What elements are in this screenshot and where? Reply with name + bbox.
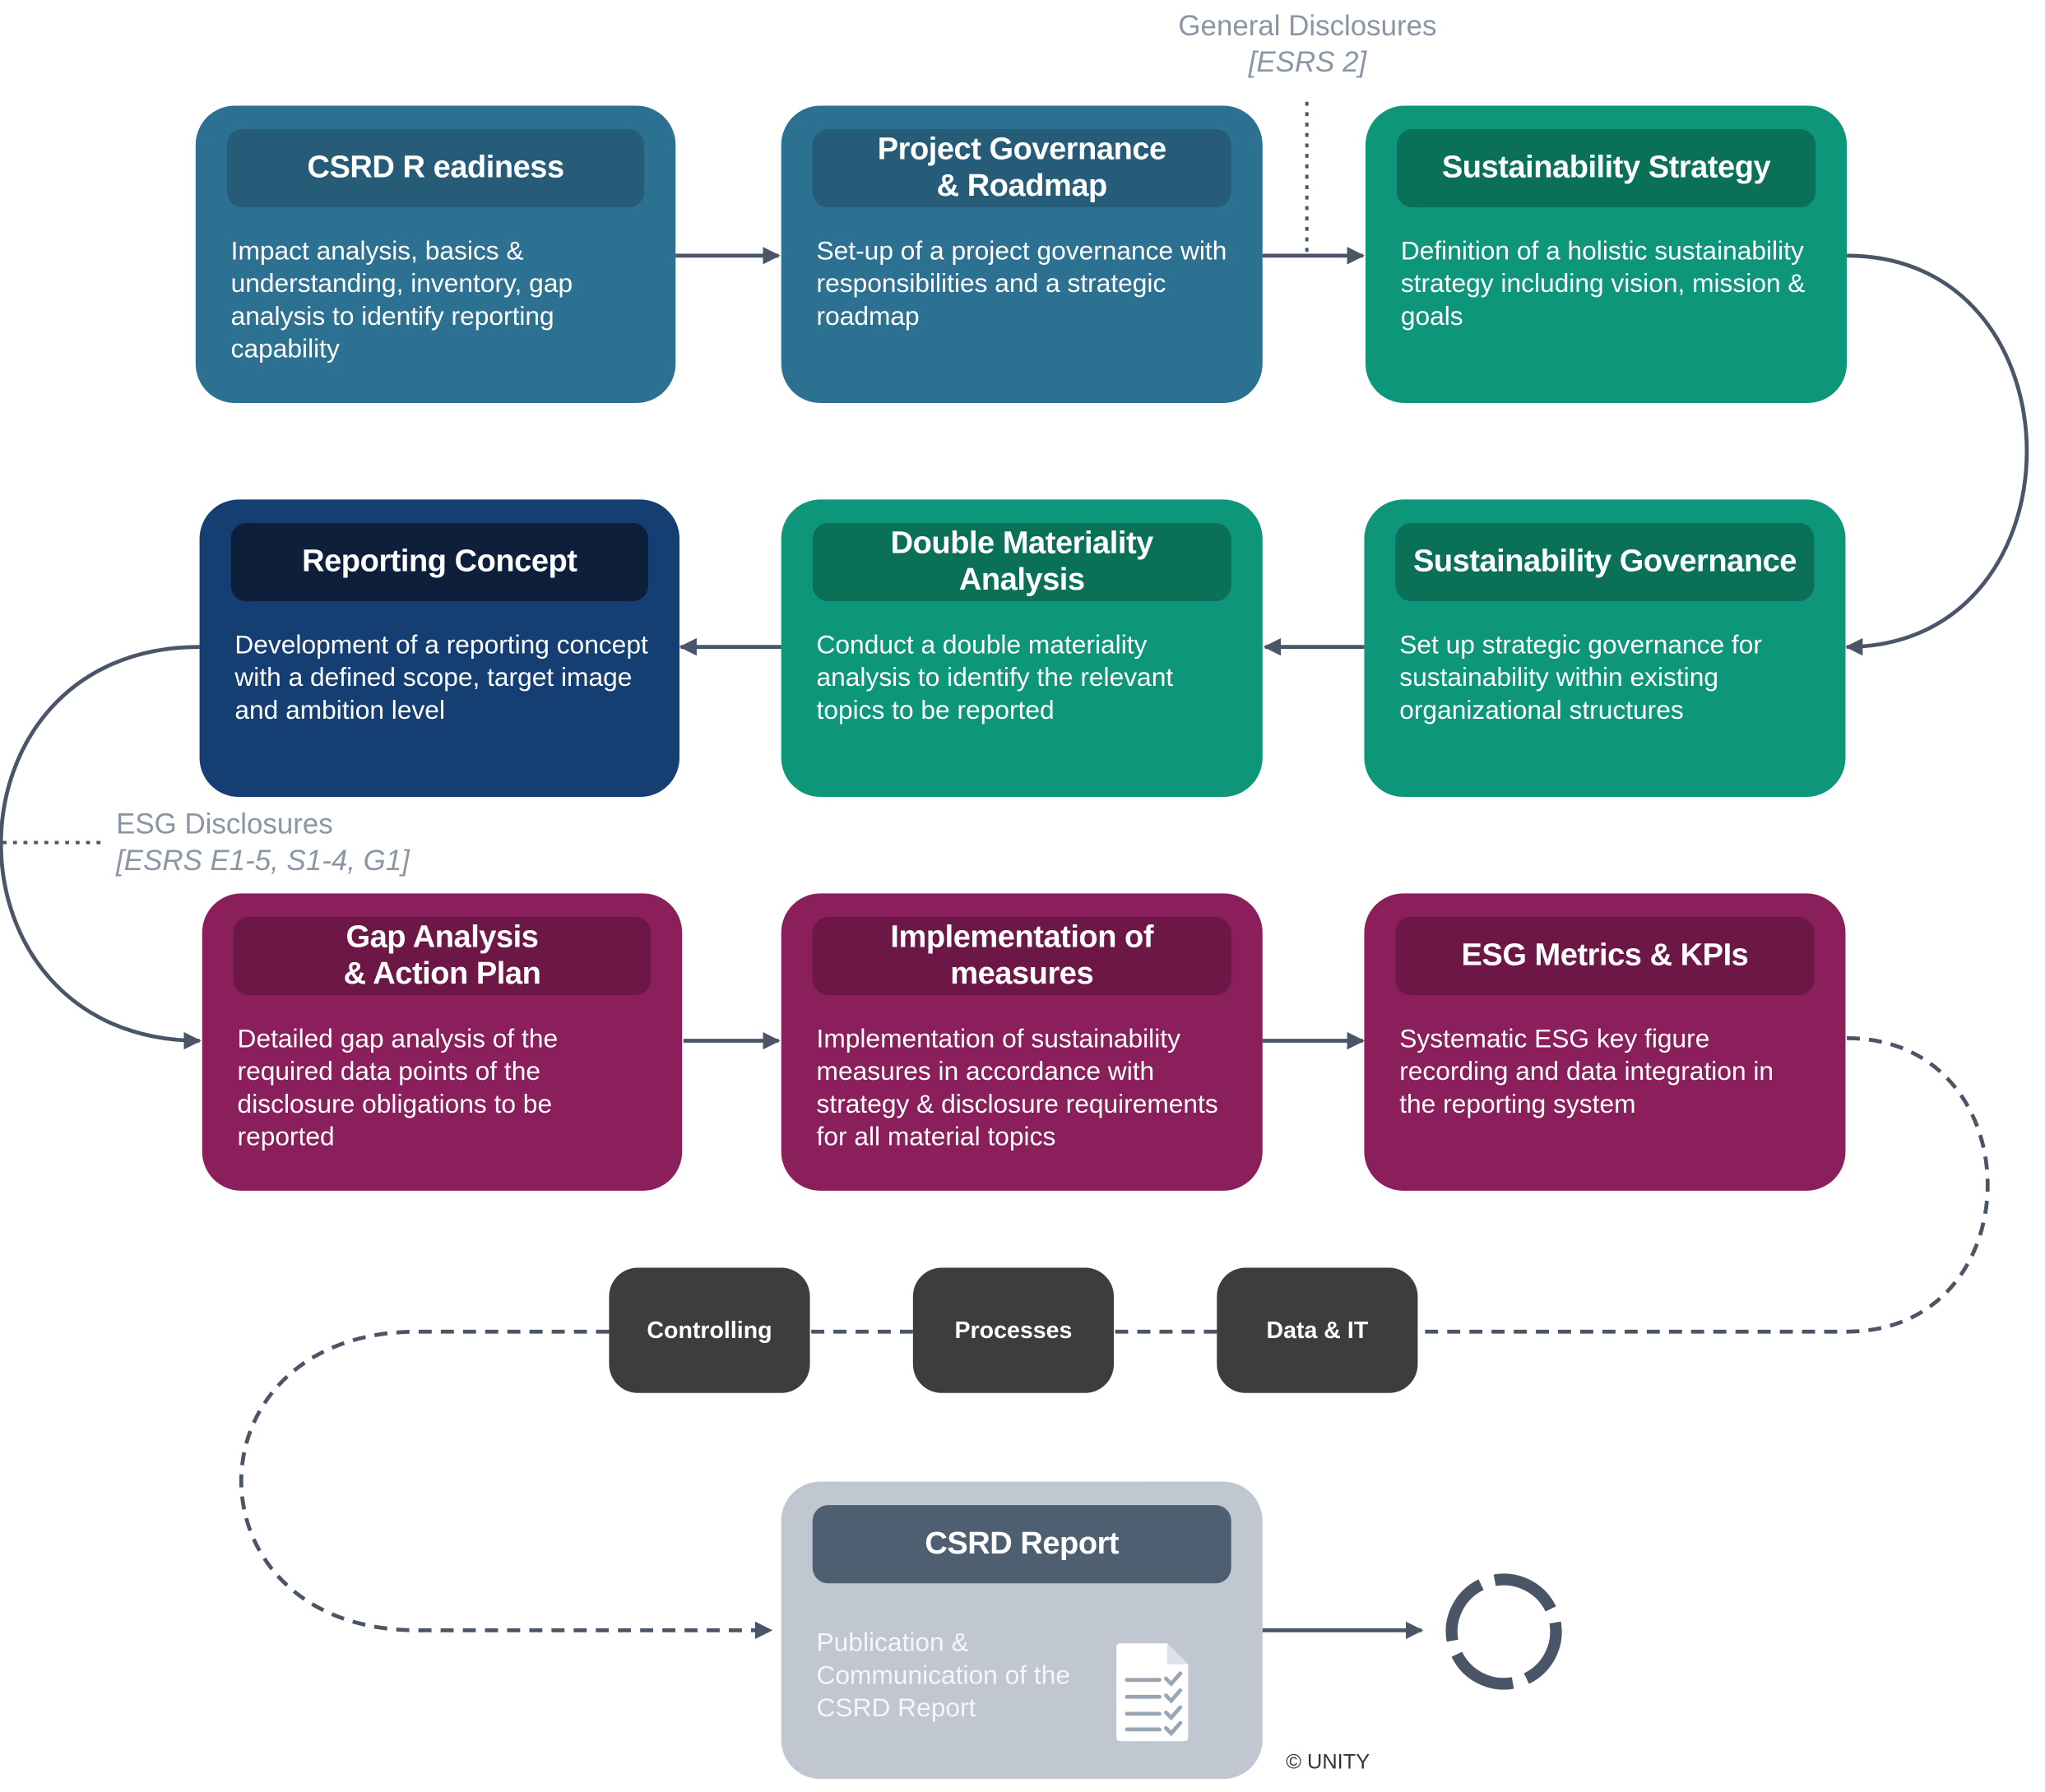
step-description: Implementation of sustainability measure… (816, 1025, 1218, 1152)
step-title: Gap Analysis & Action Plan (233, 916, 652, 996)
esg-disclosures-ref: [ESRS E1-5, S1-4, G1] (116, 844, 410, 877)
document-checklist-icon (1116, 1643, 1189, 1742)
csrd-report-card: CSRD Report Publication & Communication … (781, 1481, 1263, 1780)
step-description: Definition of a holistic sustainability … (1400, 237, 1806, 331)
step-description: Detailed gap analysis of the required da… (237, 1025, 559, 1152)
step-title: Reporting Concept (230, 522, 648, 602)
cycle-icon (1445, 1573, 1562, 1690)
general-disclosures-title: General Disclosures (1178, 9, 1437, 42)
enabler-controlling: Controlling (609, 1267, 810, 1393)
step-project-governance: Project Governance & Roadmap Set-up of a… (781, 105, 1263, 404)
report-description: Publication & Communication of the CSRD … (816, 1628, 1070, 1723)
step-title: ESG Metrics & KPIs (1395, 916, 1815, 996)
step-esg-metrics-kpis: ESG Metrics & KPIs Systematic ESG key fi… (1364, 893, 1846, 1191)
step-csrd-readiness: CSRD R eadiness Impact analysis, basics … (195, 105, 676, 404)
step-description: Set up strategic governance for sustaina… (1399, 631, 1762, 725)
step-description: Development of a reporting concept with … (234, 631, 648, 725)
step-description: Systematic ESG key figure recording and … (1399, 1025, 1774, 1119)
step-title: CSRD R eadiness (226, 129, 645, 208)
step-description: Conduct a double materiality analysis to… (816, 631, 1174, 725)
step-double-materiality-analysis: Double Materiality Analysis Conduct a do… (781, 499, 1263, 797)
step-sustainability-governance: Sustainability Governance Set up strateg… (1364, 499, 1846, 797)
report-title: CSRD Report (812, 1505, 1231, 1584)
copyright: © UNITY (1286, 1751, 1370, 1774)
step-title: Project Governance & Roadmap (812, 129, 1231, 208)
esg-disclosures-note: ESG Disclosures [ESRS E1-5, S1-4, G1] (116, 806, 455, 879)
general-disclosures-ref: [ESRS 2] (1248, 45, 1367, 79)
step-title: Implementation of measures (812, 916, 1231, 996)
enabler-processes: Processes (912, 1267, 1115, 1393)
step-title: Sustainability Strategy (1397, 129, 1816, 208)
step-title: Double Materiality Analysis (812, 522, 1231, 602)
step-title: Sustainability Governance (1395, 522, 1815, 602)
step-description: Impact analysis, basics & understanding,… (230, 237, 573, 364)
step-description: Set-up of a project governance with resp… (816, 237, 1227, 331)
arrow-6-7 (0, 645, 202, 1050)
arrow-3-4 (1844, 253, 2029, 656)
step-implementation-of-measures: Implementation of measures Implementatio… (781, 893, 1263, 1191)
step-sustainability-strategy: Sustainability Strategy Definition of a … (1366, 105, 1848, 404)
dashed-path-to-report (239, 1035, 1990, 1630)
esg-disclosures-title: ESG Disclosures (116, 807, 333, 840)
general-disclosures-note: General Disclosures [ESRS 2] (1148, 8, 1467, 81)
step-gap-analysis: Gap Analysis & Action Plan Detailed gap … (202, 893, 683, 1191)
step-reporting-concept: Reporting Concept Development of a repor… (199, 499, 680, 797)
enabler-data-it: Data & IT (1217, 1267, 1418, 1393)
